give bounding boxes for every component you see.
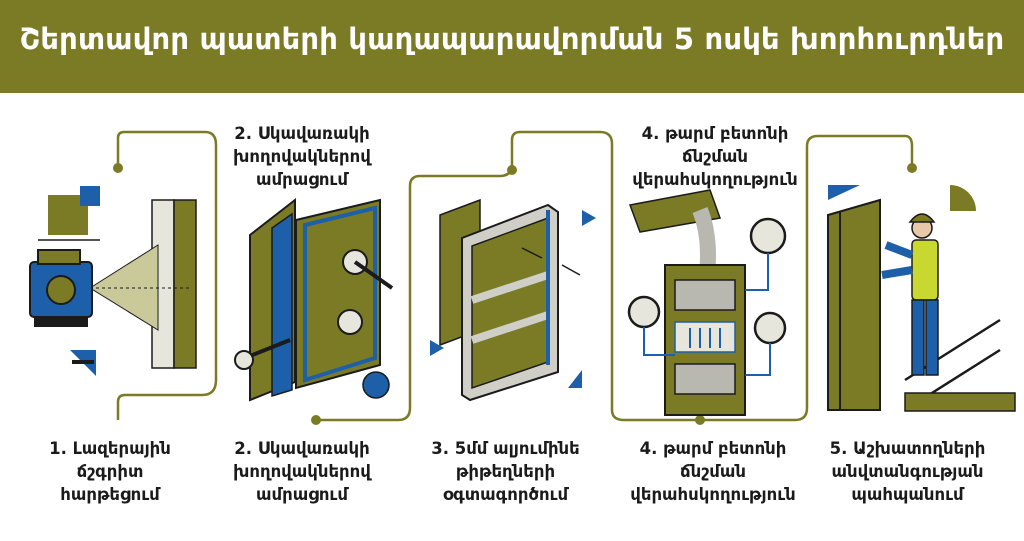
safety-worker-icon <box>827 185 1016 412</box>
header-banner: Շերտավոր պատերի կաղապարավորման 5 ոսկե խո… <box>0 0 1024 93</box>
tie-rod-bolt-icon <box>234 197 394 402</box>
aluminum-frame-icon <box>430 198 596 402</box>
connector-line <box>116 130 914 422</box>
laser-level-icon <box>29 186 197 376</box>
page-title: Շերտավոր պատերի կաղապարավորման 5 ոսկե խո… <box>19 22 1005 56</box>
pressure-gauge-icon <box>627 189 787 416</box>
illustration-area <box>29 130 1016 425</box>
